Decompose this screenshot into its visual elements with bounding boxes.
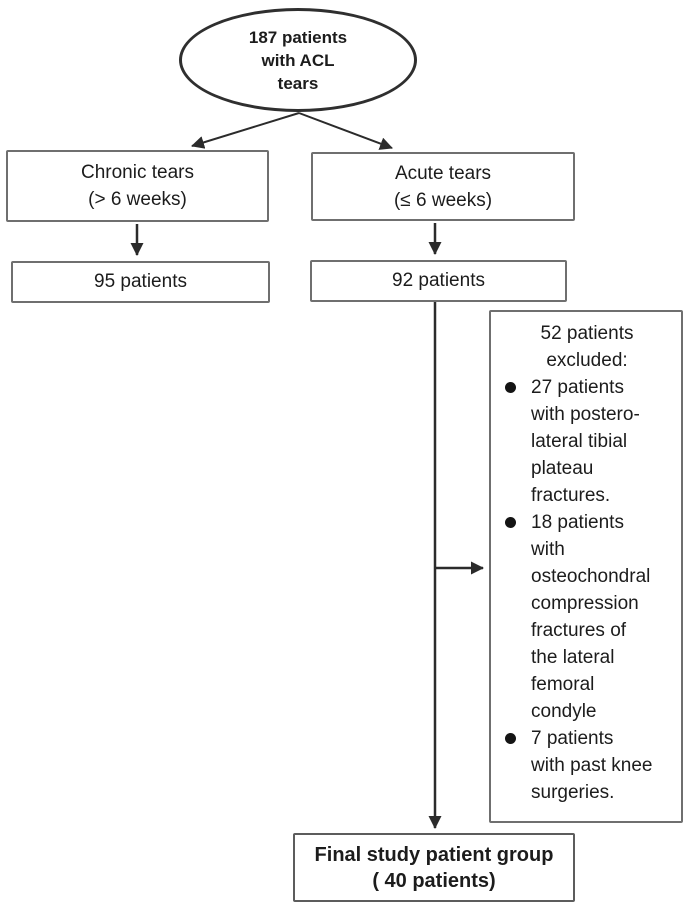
node-chronic-count: 95 patients (11, 261, 270, 303)
excluded-header: 52 patients excluded: (540, 323, 634, 371)
excluded-item-text: 18 patients with osteochondral compressi… (531, 512, 651, 722)
node-acute-tears: Acute tears (≤ 6 weeks) (311, 152, 575, 221)
node-chronic-count-label: 95 patients (94, 271, 187, 292)
excluded-item: 18 patients with osteochondral compressi… (491, 509, 677, 725)
node-excluded: 52 patients excluded: 27 patients with p… (489, 310, 683, 823)
node-acute-count: 92 patients (310, 260, 567, 302)
node-acute-label: Acute tears (≤ 6 weeks) (393, 162, 493, 211)
arrow-root-to-chronic (191, 112, 300, 149)
bullet-icon (505, 517, 516, 528)
bullet-icon (505, 382, 516, 393)
node-root-ellipse: 187 patients with ACL tears (179, 8, 417, 112)
excluded-item-text: 27 patients with postero- lateral tibial… (531, 377, 640, 506)
node-chronic-label: Chronic tears (> 6 weeks) (81, 162, 194, 210)
excluded-item: 27 patients with postero- lateral tibial… (491, 374, 677, 509)
node-chronic-tears: Chronic tears (> 6 weeks) (6, 150, 269, 222)
node-root-label: 187 patients with ACL tears (248, 27, 348, 93)
node-final-label: Final study patient group ( 40 patients) (314, 843, 554, 892)
node-final-group: Final study patient group ( 40 patients) (293, 833, 575, 902)
bullet-icon (505, 733, 516, 744)
arrow-root-to-acute (298, 112, 393, 150)
node-acute-count-label: 92 patients (392, 270, 485, 291)
excluded-item-text: 7 patients with past knee surgeries. (531, 728, 653, 803)
excluded-item: 7 patients with past knee surgeries. (491, 725, 677, 806)
